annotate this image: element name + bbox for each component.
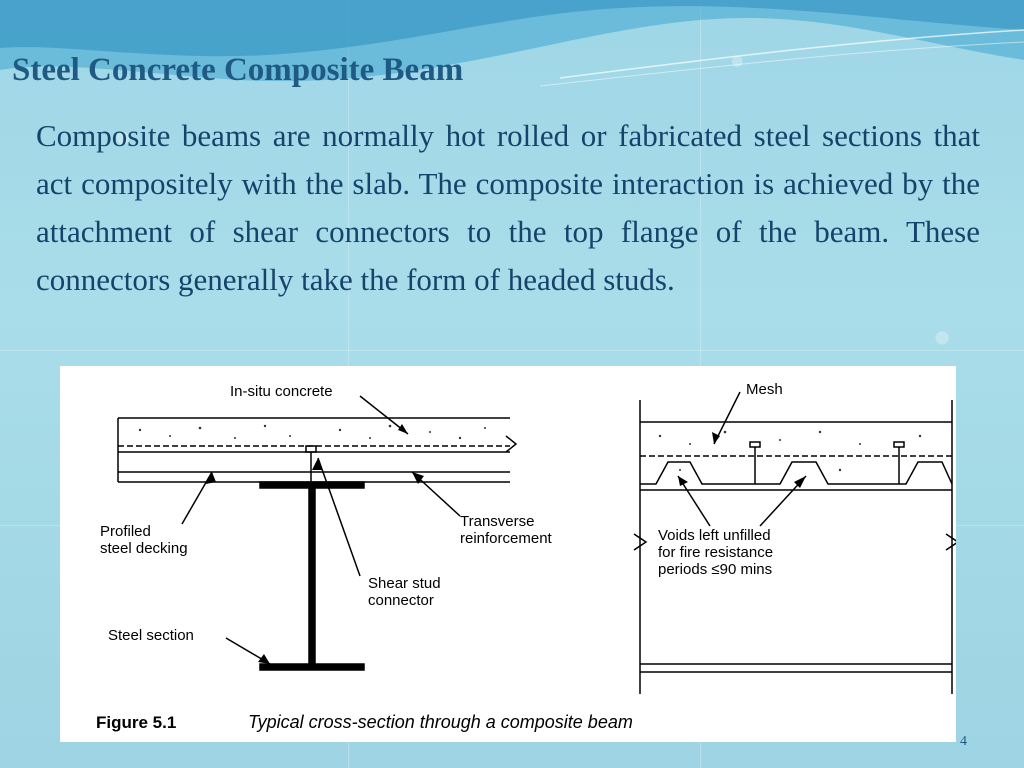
arrowhead — [312, 458, 322, 470]
label-transverse-line1: Transverse — [460, 513, 534, 530]
label-voids-line1: Voids left unfilled — [658, 527, 771, 544]
label-profiled-line2: steel decking — [100, 540, 188, 557]
leader-shear-stud — [317, 457, 361, 577]
arrowhead — [794, 476, 806, 488]
profiled-decking-profile — [640, 461, 953, 485]
figure-caption-text: Typical cross-section through a composit… — [248, 712, 633, 732]
label-shear-line1: Shear stud — [368, 575, 441, 592]
arrowhead — [678, 476, 688, 486]
page-number: 4 — [960, 734, 967, 749]
composite-beam-diagram: In-situ concrete Profiled steel decking … — [96, 381, 960, 732]
i-beam-bottom-flange — [259, 663, 365, 671]
right-stud-head — [893, 441, 905, 448]
break-symbol — [633, 533, 648, 551]
background-grid-line — [0, 350, 1024, 351]
label-shear-line2: connector — [368, 592, 434, 609]
label-in-situ-concrete: In-situ concrete — [230, 383, 333, 400]
arrowhead — [412, 472, 424, 484]
label-profiled-line1: Profiled — [100, 523, 151, 540]
break-symbol — [505, 435, 518, 453]
voids-line3-value: 90 mins — [720, 561, 773, 578]
arrowhead — [712, 432, 720, 444]
voids-line3-prefix: periods — [658, 561, 707, 578]
leader-profiled-decking — [181, 471, 213, 525]
shear-stud-head — [305, 445, 317, 453]
composite-beam-figure: In-situ concrete Profiled steel decking … — [60, 366, 960, 742]
concrete-speckles — [138, 424, 486, 440]
label-voids-line3: periods ≤90 mins — [658, 561, 772, 578]
slide-body-text: Composite beams are normally hot rolled … — [36, 118, 980, 297]
label-voids-line2: for fire resistance — [658, 544, 773, 561]
arrowhead — [258, 654, 270, 664]
slide-title: Steel Concrete Composite Beam — [12, 52, 464, 88]
label-mesh: Mesh — [746, 381, 783, 398]
voids-line3-symbol: ≤ — [711, 561, 719, 578]
right-stud-head — [749, 441, 761, 448]
header-wave-decoration — [0, 0, 1024, 87]
right-concrete-speckles — [658, 430, 922, 472]
figure-caption-label: Figure 5.1 — [96, 713, 176, 732]
label-steel-section: Steel section — [108, 627, 194, 644]
arrowhead — [206, 472, 216, 484]
label-transverse-line2: reinforcement — [460, 530, 553, 547]
arrowhead — [398, 424, 408, 434]
i-beam-top-flange — [259, 481, 365, 489]
i-beam-web — [308, 487, 316, 665]
break-symbol — [945, 533, 960, 551]
